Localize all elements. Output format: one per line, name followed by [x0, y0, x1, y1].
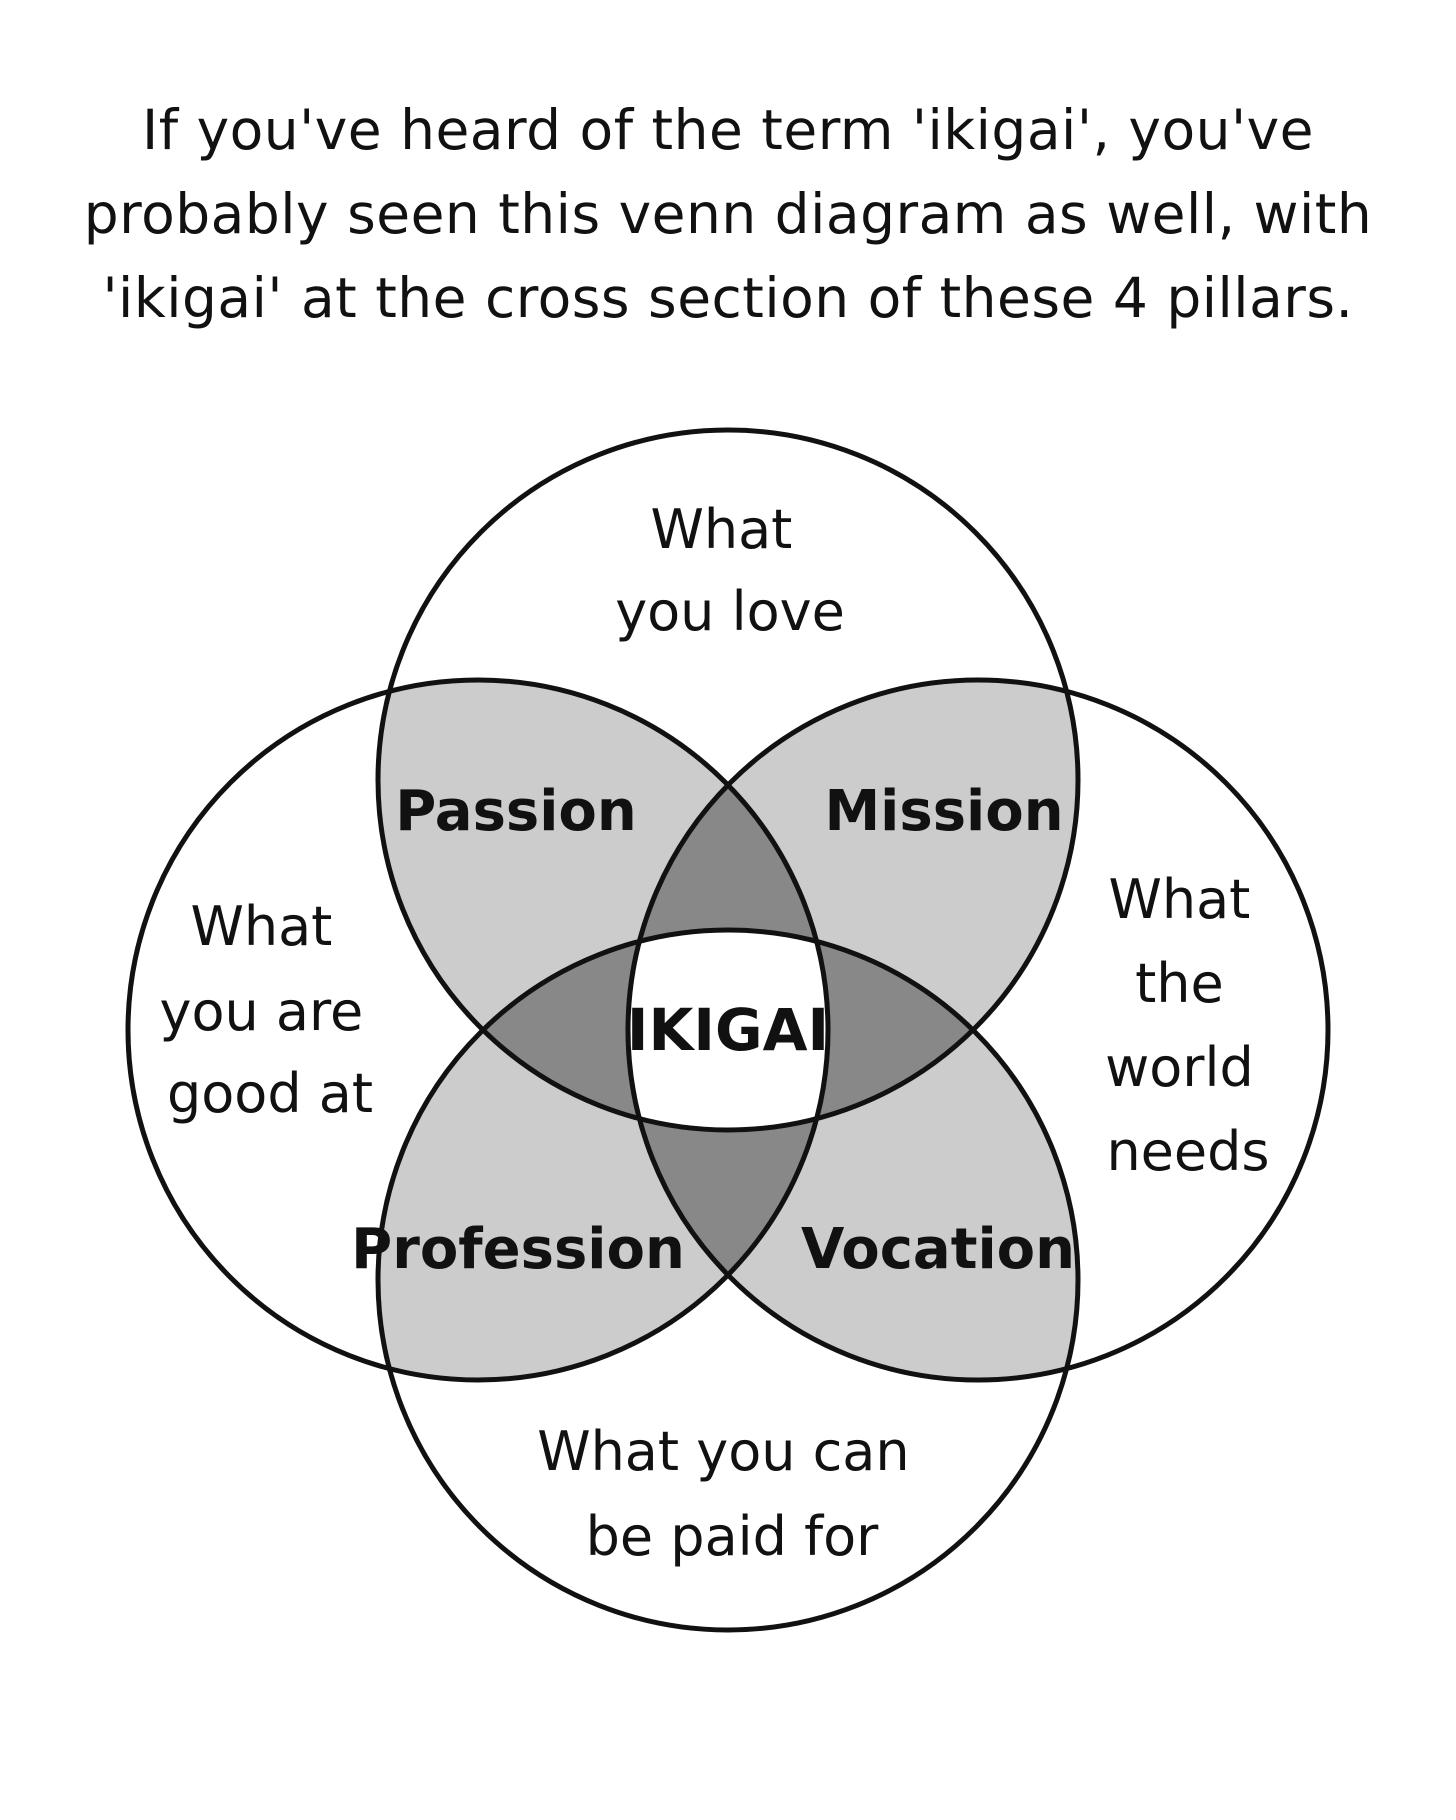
label-good-at-line-2: you are: [160, 980, 364, 1043]
label-world-needs-line-4: needs: [1106, 1120, 1269, 1183]
label-mission: Mission: [824, 779, 1063, 844]
label-profession: Profession: [351, 1217, 685, 1282]
circle-what-you-love: [375, 427, 1081, 1133]
label-what-the-world-needs: What the world needs: [1105, 868, 1271, 1183]
label-passion: Passion: [395, 779, 637, 844]
intro-line-3: 'ikigai' at the cross section of these 4…: [102, 266, 1354, 330]
label-good-at-line-3: good at: [167, 1062, 373, 1125]
circle-what-you-are-good-at: [125, 677, 831, 1383]
label-world-needs-line-3: world: [1105, 1036, 1254, 1099]
label-what-you-are-good-at: What you are good at: [160, 895, 381, 1125]
label-world-needs-line-1: What: [1108, 868, 1250, 931]
label-ikigai: IKIGAI: [627, 996, 829, 1064]
label-world-needs-line-2: the: [1135, 952, 1224, 1015]
label-what-you-love: What you love: [615, 498, 845, 643]
label-what-you-love-line-1: What: [650, 498, 792, 561]
circle-what-you-can-be-paid-for: [375, 927, 1081, 1633]
label-paid-for-line-1: What you can: [537, 1420, 909, 1483]
label-good-at-line-1: What: [190, 895, 332, 958]
intro-line-1: If you've heard of the term 'ikigai', yo…: [142, 98, 1314, 162]
label-what-you-love-line-2: you love: [615, 580, 845, 643]
circle-what-the-world-needs: [625, 677, 1331, 1383]
label-what-you-can-be-paid-for: What you can be paid for: [537, 1420, 927, 1568]
label-vocation: Vocation: [801, 1217, 1075, 1282]
intro-line-2: probably seen this venn diagram as well,…: [83, 182, 1373, 246]
label-paid-for-line-2: be paid for: [586, 1505, 880, 1568]
intro-text: If you've heard of the term 'ikigai', yo…: [40, 88, 1416, 340]
